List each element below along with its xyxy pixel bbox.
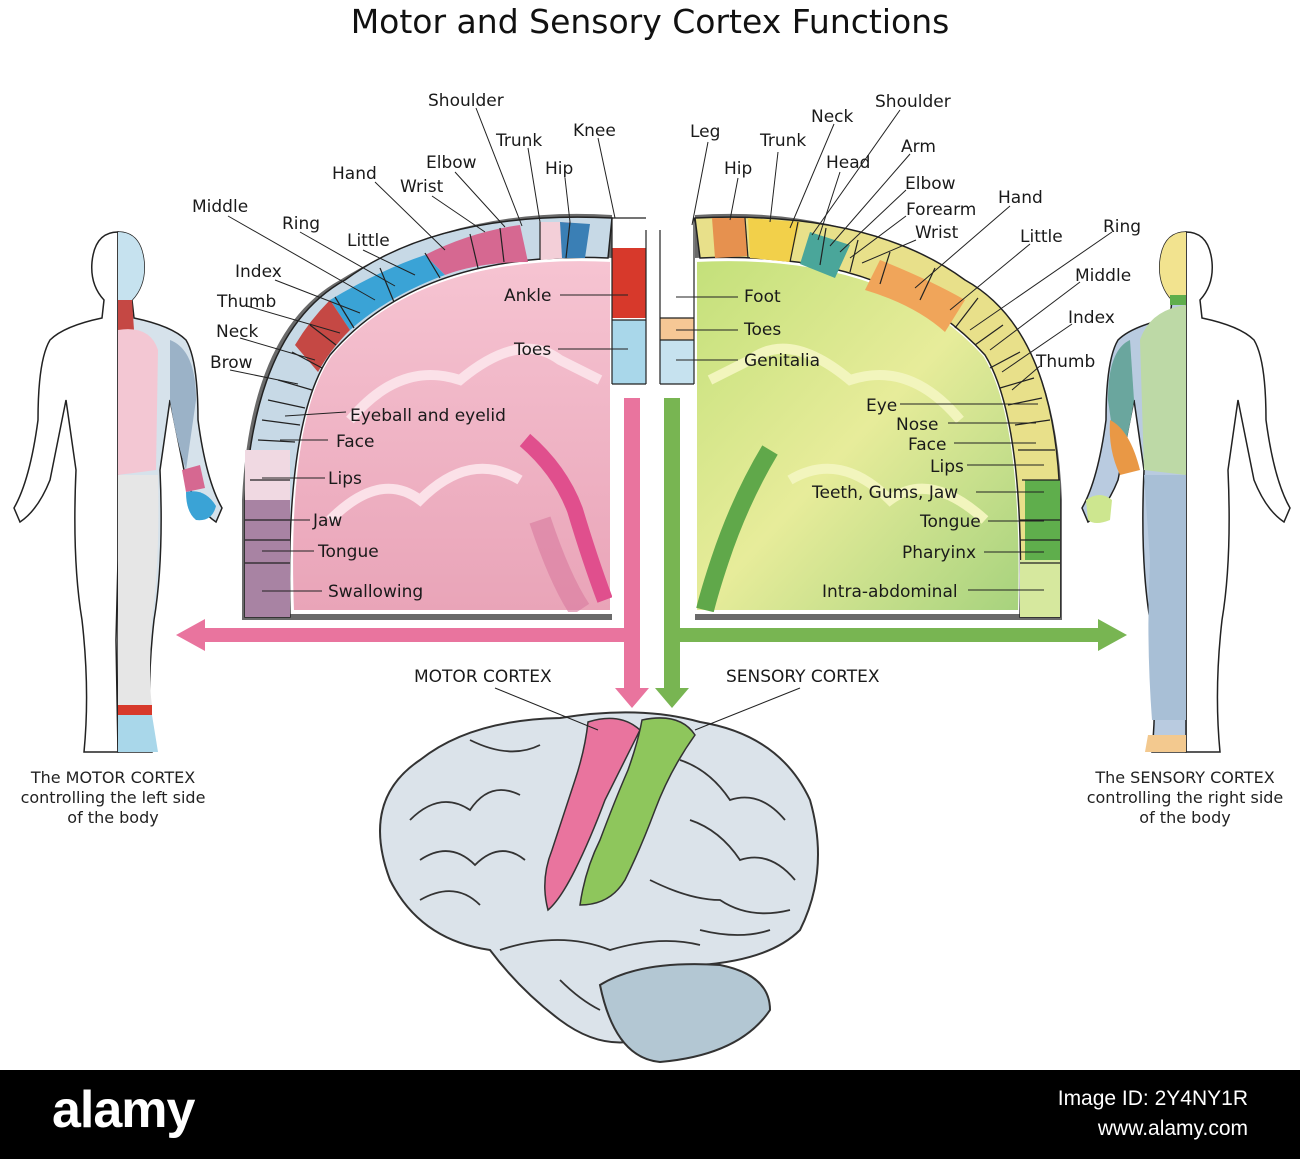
motor-label-jaw: Jaw	[312, 511, 342, 531]
sensory-arrow-down	[655, 688, 689, 708]
motor-label-hand: Hand	[332, 164, 377, 184]
sensory-label-trunk: Trunk	[759, 131, 806, 151]
brain-motor-area	[544, 717, 641, 912]
motor-label-trunk: Trunk	[495, 131, 542, 151]
arrows	[176, 398, 1127, 708]
alamy-logo: alamy	[52, 1081, 195, 1139]
motor-label-wrist: Wrist	[400, 177, 444, 197]
sensory-label-arm: Arm	[901, 137, 936, 157]
motor-label-neck: Neck	[216, 322, 259, 342]
image-id: Image ID: 2Y4NY1R www.alamy.com	[1058, 1084, 1248, 1144]
motor-label-lips: Lips	[328, 469, 362, 489]
page-title: Motor and Sensory Cortex Functions	[350, 2, 950, 41]
motor-label-thumb: Thumb	[216, 292, 276, 312]
motor-label-hip: Hip	[545, 159, 573, 179]
brain-illustration: MOTOR CORTEX SENSORY CORTEX	[379, 667, 880, 1064]
sensory-label-shoulder: Shoulder	[875, 92, 951, 112]
sensory-label-leg: Leg	[690, 122, 720, 142]
motor-label-eyeball: Eyeball and eyelid	[350, 406, 506, 426]
sensory-arrow-right	[1098, 619, 1127, 651]
brain-label-sensory: SENSORY CORTEX	[726, 667, 880, 687]
sensory-labels: Leg Hip Trunk Neck Shoulder Head Arm Elb…	[676, 92, 1141, 602]
motor-label-brow: Brow	[210, 353, 253, 373]
sensory-label-elbow: Elbow	[905, 174, 956, 194]
motor-label-swallowing: Swallowing	[328, 582, 423, 602]
image-id-text: Image ID: 2Y4NY1R	[1057, 1087, 1248, 1110]
sensory-label-head: Head	[826, 153, 870, 173]
sensory-label-genitalia: Genitalia	[744, 351, 820, 371]
motor-label-elbow: Elbow	[426, 153, 477, 173]
sensory-label-wrist: Wrist	[915, 223, 959, 243]
watermark-footer: alamy Image ID: 2Y4NY1R www.alamy.com	[0, 1070, 1300, 1159]
cortex-diagram: Shoulder Trunk Knee Elbow Hip Hand Wrist…	[13, 91, 1291, 1064]
motor-label-little: Little	[347, 231, 390, 251]
sensory-label-nose: Nose	[896, 415, 938, 435]
brain-sensory-area	[579, 717, 696, 906]
sensory-label-thumb: Thumb	[1035, 352, 1095, 372]
sensory-label-index: Index	[1068, 308, 1115, 328]
motor-label-middle: Middle	[192, 197, 248, 217]
sensory-caption: The SENSORY CORTEX controlling the right…	[1070, 768, 1300, 828]
sensory-label-eye: Eye	[866, 396, 897, 416]
cerebellum	[598, 963, 772, 1064]
sensory-body-figure	[1081, 231, 1291, 753]
motor-labels: Shoulder Trunk Knee Elbow Hip Hand Wrist…	[192, 91, 628, 602]
motor-caption: The MOTOR CORTEX controlling the left si…	[2, 768, 224, 828]
sensory-label-hip: Hip	[724, 159, 752, 179]
sensory-caption-line: of the body	[1139, 808, 1231, 827]
sensory-label-toes: Toes	[743, 320, 781, 340]
motor-caption-line: controlling the left side	[20, 788, 206, 807]
motor-body-figure	[13, 231, 223, 753]
sensory-label-tongue: Tongue	[919, 512, 981, 532]
sensory-label-middle: Middle	[1075, 266, 1131, 286]
motor-caption-line: The MOTOR CORTEX	[30, 768, 196, 787]
motor-label-index: Index	[235, 262, 282, 282]
site-url: www.alamy.com	[1097, 1117, 1248, 1140]
motor-label-face: Face	[336, 432, 374, 452]
motor-label-knee: Knee	[573, 121, 616, 141]
sensory-label-little: Little	[1020, 227, 1063, 247]
sensory-label-intra: Intra-abdominal	[822, 582, 958, 602]
motor-arrow-left	[176, 619, 205, 651]
sensory-label-hand: Hand	[998, 188, 1043, 208]
motor-label-ankle: Ankle	[504, 286, 551, 306]
sensory-caption-line: controlling the right side	[1086, 788, 1284, 807]
sensory-label-face: Face	[908, 435, 946, 455]
sensory-label-lips: Lips	[930, 457, 964, 477]
sensory-label-pharynx: Pharyinx	[902, 543, 976, 563]
sensory-caption-line: The SENSORY CORTEX	[1095, 768, 1275, 787]
sensory-label-ring: Ring	[1103, 217, 1141, 237]
sensory-label-neck: Neck	[811, 107, 854, 127]
motor-label-ring: Ring	[282, 214, 320, 234]
motor-label-toes: Toes	[513, 340, 551, 360]
brain-label-motor: MOTOR CORTEX	[414, 667, 552, 687]
motor-arrow-down	[615, 688, 649, 708]
sensory-label-forearm: Forearm	[906, 200, 976, 220]
motor-label-tongue: Tongue	[317, 542, 379, 562]
motor-caption-line: of the body	[67, 808, 159, 827]
sensory-cortex-section	[659, 213, 1062, 620]
motor-label-shoulder: Shoulder	[428, 91, 504, 111]
sensory-label-teeth: Teeth, Gums, Jaw	[811, 483, 958, 503]
sensory-label-foot: Foot	[744, 287, 781, 307]
motor-cortex-section	[242, 213, 647, 620]
